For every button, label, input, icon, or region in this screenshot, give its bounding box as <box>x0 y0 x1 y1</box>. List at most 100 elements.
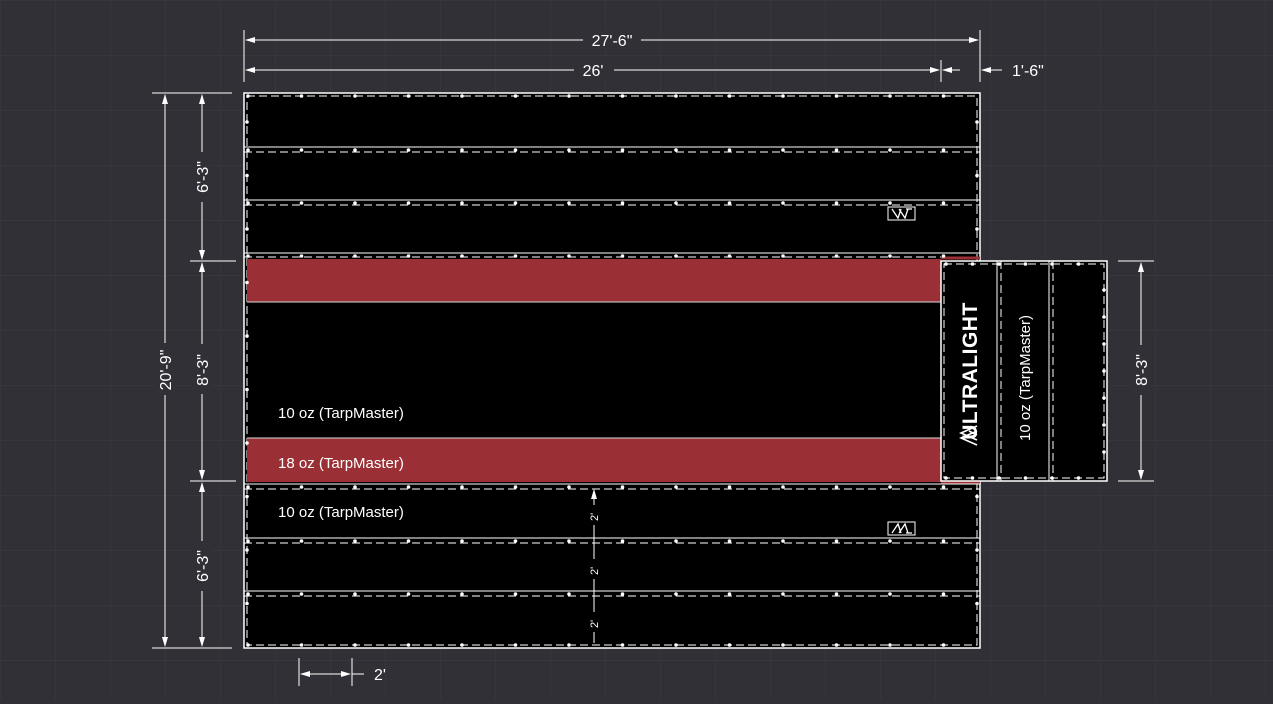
middle-section-label: 8'-3" <box>195 354 212 386</box>
grommet <box>1076 476 1081 480</box>
bottom-section-label: 6'-3" <box>195 550 212 582</box>
grommet <box>1102 315 1106 319</box>
grommet <box>888 94 892 98</box>
left-dimensions: 20'-9" 6'-3" 8'-3" 6'-3" <box>152 92 236 649</box>
grommet <box>567 539 571 543</box>
grommet <box>513 254 518 258</box>
main-tarp: 10 oz (TarpMaster) 18 oz (TarpMaster) 10… <box>243 92 981 649</box>
grommet <box>513 643 518 647</box>
grommet <box>888 485 892 489</box>
grommet <box>781 94 785 98</box>
grommet <box>406 254 411 258</box>
grommet <box>1050 476 1054 480</box>
grommet <box>888 592 892 596</box>
grommet <box>299 539 304 543</box>
grommet <box>299 592 304 596</box>
grommets <box>245 94 979 647</box>
grommet <box>975 494 979 499</box>
grommet <box>727 539 732 543</box>
side-flap-outline <box>940 260 1108 482</box>
grommet <box>567 643 571 647</box>
grommet <box>888 201 892 205</box>
grommet <box>941 485 946 489</box>
grommet <box>781 643 785 647</box>
grommet <box>620 254 625 258</box>
grommet <box>975 227 979 231</box>
grommet <box>245 494 249 499</box>
grommet <box>941 592 946 596</box>
grommet <box>834 643 839 647</box>
mid-material-label: 10 oz (TarpMaster) <box>278 405 404 422</box>
grommet <box>513 201 518 205</box>
grommet <box>353 94 357 98</box>
grommet <box>406 592 411 596</box>
red-band-bottom <box>247 438 941 482</box>
grommet <box>460 592 464 596</box>
grommet <box>975 548 979 552</box>
grommet <box>834 148 839 152</box>
grommet <box>299 643 304 647</box>
grommet <box>460 94 464 98</box>
ultralight-logo-icon <box>887 521 916 536</box>
brand-text: ULTRALIGHT <box>959 302 982 440</box>
grommet <box>406 485 411 489</box>
grommet <box>620 539 625 543</box>
grommet <box>299 485 304 489</box>
grommet <box>246 148 250 152</box>
side-height-dimension: 8'-3" <box>1118 260 1154 482</box>
grommet <box>353 254 357 258</box>
grommet <box>567 592 571 596</box>
side-flap: ULTRALIGHT 10 oz (TarpMaster) <box>940 260 1108 482</box>
grommet <box>353 592 357 596</box>
grommet <box>246 539 250 543</box>
grommet <box>975 173 979 178</box>
grommet <box>513 94 518 98</box>
grommet <box>513 592 518 596</box>
grommet <box>1102 342 1106 346</box>
red-band-top <box>247 259 941 302</box>
grommet <box>567 254 571 258</box>
grommet <box>460 148 464 152</box>
grommet <box>941 94 946 98</box>
main-width-label: 26' <box>583 63 604 80</box>
grommet <box>727 643 732 647</box>
grommet <box>1102 369 1106 373</box>
grommet <box>781 539 785 543</box>
grommet <box>460 643 464 647</box>
grommet <box>1102 450 1106 454</box>
grommet <box>781 254 785 258</box>
grommet <box>941 148 946 152</box>
grommet <box>620 592 625 596</box>
grommet <box>567 485 571 489</box>
overall-height-label: 20'-9" <box>158 350 175 391</box>
grommet <box>674 94 678 98</box>
grommet <box>941 539 946 543</box>
grommet <box>834 254 839 258</box>
grommet <box>245 334 249 338</box>
grommet <box>513 485 518 489</box>
grommet <box>674 254 678 258</box>
grommet <box>246 485 250 489</box>
grommet <box>674 485 678 489</box>
grommet <box>674 539 678 543</box>
grommet <box>970 476 975 480</box>
grommet <box>460 539 464 543</box>
grommet <box>353 201 357 205</box>
grommet <box>888 254 892 258</box>
bottom-spacing-dimension: 2' <box>298 658 386 686</box>
grommet <box>406 148 411 152</box>
grommet <box>245 173 249 178</box>
grommet <box>406 94 411 98</box>
grommet <box>620 148 625 152</box>
grommet <box>727 254 732 258</box>
spacing-label: 2' <box>589 620 601 628</box>
side-grommets <box>944 262 1106 480</box>
bottom-panel-seams <box>244 483 980 597</box>
grommet <box>246 254 250 258</box>
grommet <box>567 94 571 98</box>
spacing-label: 2' <box>589 567 601 575</box>
grommet <box>245 120 249 124</box>
side-material-label: 10 oz (TarpMaster) <box>1017 315 1034 441</box>
grommet <box>997 476 1001 480</box>
